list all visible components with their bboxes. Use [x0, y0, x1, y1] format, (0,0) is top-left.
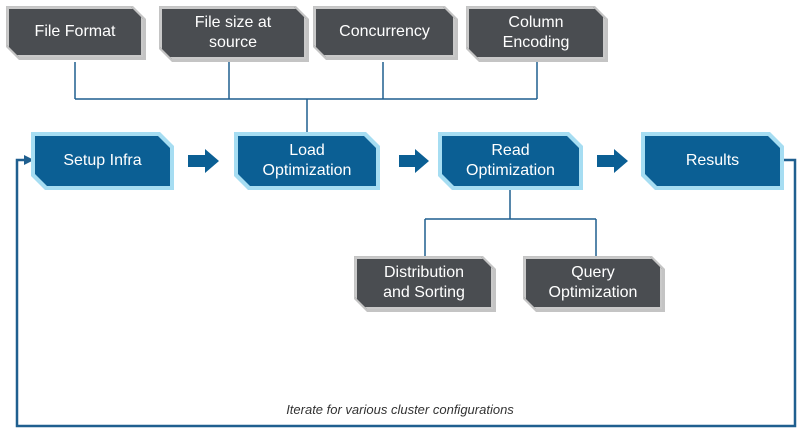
stage-label: Read Optimization: [466, 142, 555, 179]
arrow-right-icon: [597, 149, 628, 173]
read-factor-label: Distribution and Sorting: [383, 264, 465, 301]
stage-label: Load Optimization: [262, 142, 352, 179]
load-factor-file-size: File size at source: [159, 6, 309, 62]
load-factor-connectors: [74, 62, 538, 132]
iterate-caption: Iterate for various cluster configuratio…: [286, 402, 514, 417]
load-factor-label: Concurrency: [339, 23, 430, 40]
stage-label: Setup Infra: [63, 152, 142, 169]
stage-setup-infra: Setup Infra: [31, 132, 174, 190]
load-factor-label: File size at source: [194, 14, 272, 51]
stage-label: Results: [685, 152, 740, 169]
load-factor-file-format: File Format: [6, 6, 146, 60]
load-factor-concurrency: Concurrency: [313, 6, 458, 60]
arrow-right-icon: [399, 149, 429, 173]
load-factor-column-encoding: Column Encoding: [466, 6, 608, 62]
stage-results: Results: [641, 132, 784, 190]
iterate-loop-path: [15, 155, 797, 428]
read-factor-distribution-sorting: Distribution and Sorting: [354, 256, 496, 312]
stage-read-optimization: Read Optimization: [438, 132, 583, 190]
stage-load-optimization: Load Optimization: [234, 132, 380, 190]
read-factor-connectors: [424, 190, 597, 256]
read-factor-label: Query Optimization: [548, 264, 638, 301]
flow-arrows: [188, 149, 628, 173]
load-factor-label: File Format: [34, 23, 116, 40]
arrow-right-icon: [188, 149, 219, 173]
read-factor-query-optimization: Query Optimization: [523, 256, 665, 312]
load-factor-label: Column Encoding: [502, 14, 570, 51]
